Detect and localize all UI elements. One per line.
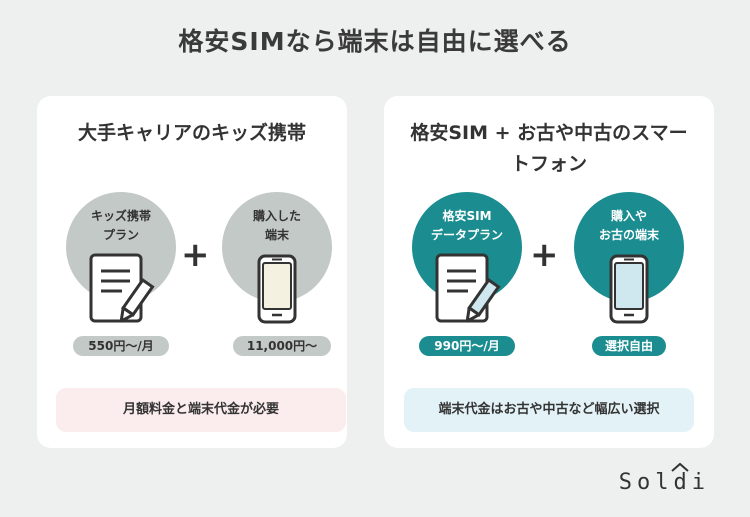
data-plan-circle: 格安SIM データプラン [412,192,522,302]
carrier-card: 大手キャリアのキッズ携帯 キッズ携帯 プラン 550円〜/月 + 購入した 端末… [37,96,347,448]
carrier-card-title: 大手キャリアのキッズ携帯 [77,122,306,144]
document-pencil-icon [435,253,501,323]
brand-logo: Soldi [618,462,710,495]
device-label: 購入した 端末 [252,209,301,242]
kids-plan-price-badge: 550円〜/月 [73,336,169,356]
document-pencil-icon [89,253,155,323]
mvno-card-title: 格安SIM + お古や中古のスマートフォン [410,122,688,175]
data-plan-price-badge: 990円〜/月 [419,336,515,356]
smartphone-icon [609,254,649,324]
smartphone-icon [257,254,297,324]
data-plan-label: 格安SIM データプラン [430,209,503,242]
plus-icon: + [181,235,210,275]
device-price-badge: 11,000円〜 [233,336,331,356]
used-device-label: 購入や お古の端末 [598,209,659,242]
used-device-circle: 購入や お古の端末 [574,192,684,302]
kids-plan-label: キッズ携帯 プラン [90,209,151,242]
plus-icon: + [530,235,559,275]
device-choice-badge: 選択自由 [592,336,666,356]
carrier-note: 月額料金と端末代金が必要 [56,388,346,432]
page-title: 格安SIMなら端末は自由に選べる [178,27,572,56]
brand-name: Soldi [618,470,710,495]
roof-icon [671,462,689,472]
mvno-card: 格安SIM + お古や中古のスマートフォン 格安SIM データプラン 990円〜… [384,96,714,448]
mvno-note: 端末代金はお古や中古など幅広い選択 [404,388,694,432]
